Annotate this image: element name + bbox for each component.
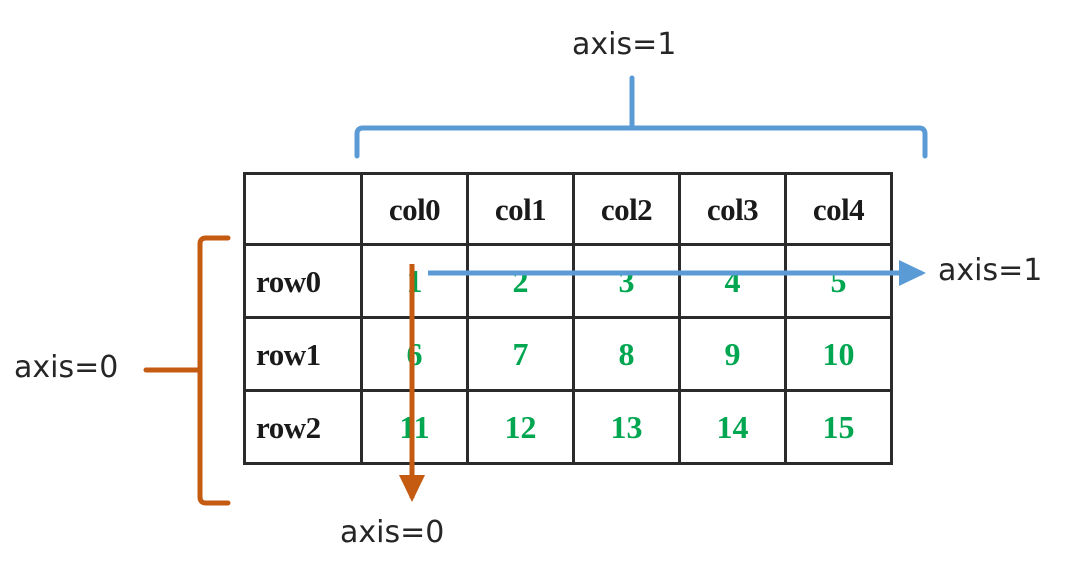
column-header-label: col4	[812, 191, 865, 227]
cell-row2-col2: 13	[572, 389, 681, 465]
table-header-row: col0 col1 col2 col3 col4	[243, 172, 893, 246]
table-row: row1 6 7 8 9 10	[243, 316, 893, 392]
table-corner-cell	[243, 172, 363, 246]
cell-value: 10	[822, 336, 855, 372]
cell-value: 11	[399, 409, 430, 445]
column-header-label: col1	[494, 191, 547, 227]
row-header-label: row0	[256, 263, 321, 299]
cell-value: 8	[618, 336, 635, 372]
axis1-right-label: axis=1	[938, 253, 1043, 288]
column-header-col3: col3	[678, 172, 787, 246]
axis0-bottom-label: axis=0	[340, 515, 445, 550]
dataframe-table: col0 col1 col2 col3 col4 row0	[243, 172, 893, 465]
cell-value: 7	[512, 336, 529, 372]
axis0-left-label: axis=0	[14, 350, 119, 385]
axis1-top-bracket	[354, 125, 928, 159]
table-row: row0 1 2 3 4 5	[243, 243, 893, 319]
cell-row0-col3: 4	[678, 243, 787, 319]
cell-row2-col1: 12	[466, 389, 575, 465]
row-header-row0: row0	[243, 243, 363, 319]
table-row: row2 11 12 13 14 15	[243, 389, 893, 465]
cell-row2-col0: 11	[360, 389, 469, 465]
row-header-row1: row1	[243, 316, 363, 392]
cell-value: 14	[716, 409, 749, 445]
row-header-label: row1	[256, 336, 321, 372]
column-header-col0: col0	[360, 172, 469, 246]
cell-value: 1	[406, 263, 423, 299]
row-header-row2: row2	[243, 389, 363, 465]
cell-value: 3	[618, 263, 635, 299]
cell-row2-col3: 14	[678, 389, 787, 465]
column-header-label: col3	[706, 191, 759, 227]
row-header-label: row2	[256, 409, 321, 445]
cell-value: 5	[830, 263, 847, 299]
column-header-col4: col4	[784, 172, 893, 246]
cell-row2-col4: 15	[784, 389, 893, 465]
cell-row1-col2: 8	[572, 316, 681, 392]
column-header-label: col0	[388, 191, 441, 227]
cell-row0-col0: 1	[360, 243, 469, 319]
cell-value: 12	[504, 409, 537, 445]
cell-value: 15	[822, 409, 855, 445]
cell-row1-col1: 7	[466, 316, 575, 392]
axis1-top-label: axis=1	[572, 27, 677, 62]
cell-row1-col0: 6	[360, 316, 469, 392]
cell-row1-col4: 10	[784, 316, 893, 392]
cell-row0-col2: 3	[572, 243, 681, 319]
cell-row0-col4: 5	[784, 243, 893, 319]
cell-value: 13	[610, 409, 643, 445]
axis0-left-bracket	[197, 235, 231, 506]
cell-value: 6	[406, 336, 423, 372]
column-header-col1: col1	[466, 172, 575, 246]
cell-value: 2	[512, 263, 529, 299]
cell-value: 9	[724, 336, 741, 372]
cell-row0-col1: 2	[466, 243, 575, 319]
column-header-label: col2	[600, 191, 653, 227]
cell-row1-col3: 9	[678, 316, 787, 392]
column-header-col2: col2	[572, 172, 681, 246]
cell-value: 4	[724, 263, 741, 299]
